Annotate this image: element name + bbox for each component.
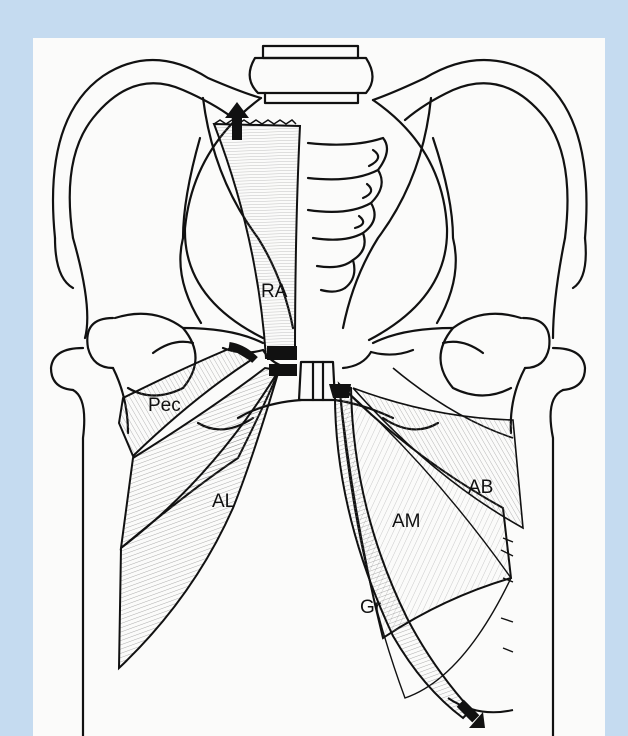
pelvis-drawing [33,38,605,736]
label-al: AL [212,492,235,511]
left-ilium [53,60,261,338]
anatomy-illustration: RA Pec AL AM AB Gr [33,38,605,736]
label-pec: Pec [148,396,181,415]
lumbar-vertebra [250,46,373,103]
label-am: AM [392,512,421,531]
label-ab: AB [468,478,493,497]
rectus-abdominis-muscle [214,120,300,360]
label-ra: RA [261,282,287,301]
label-gr: Gr [360,598,381,617]
right-ilium [373,60,586,338]
